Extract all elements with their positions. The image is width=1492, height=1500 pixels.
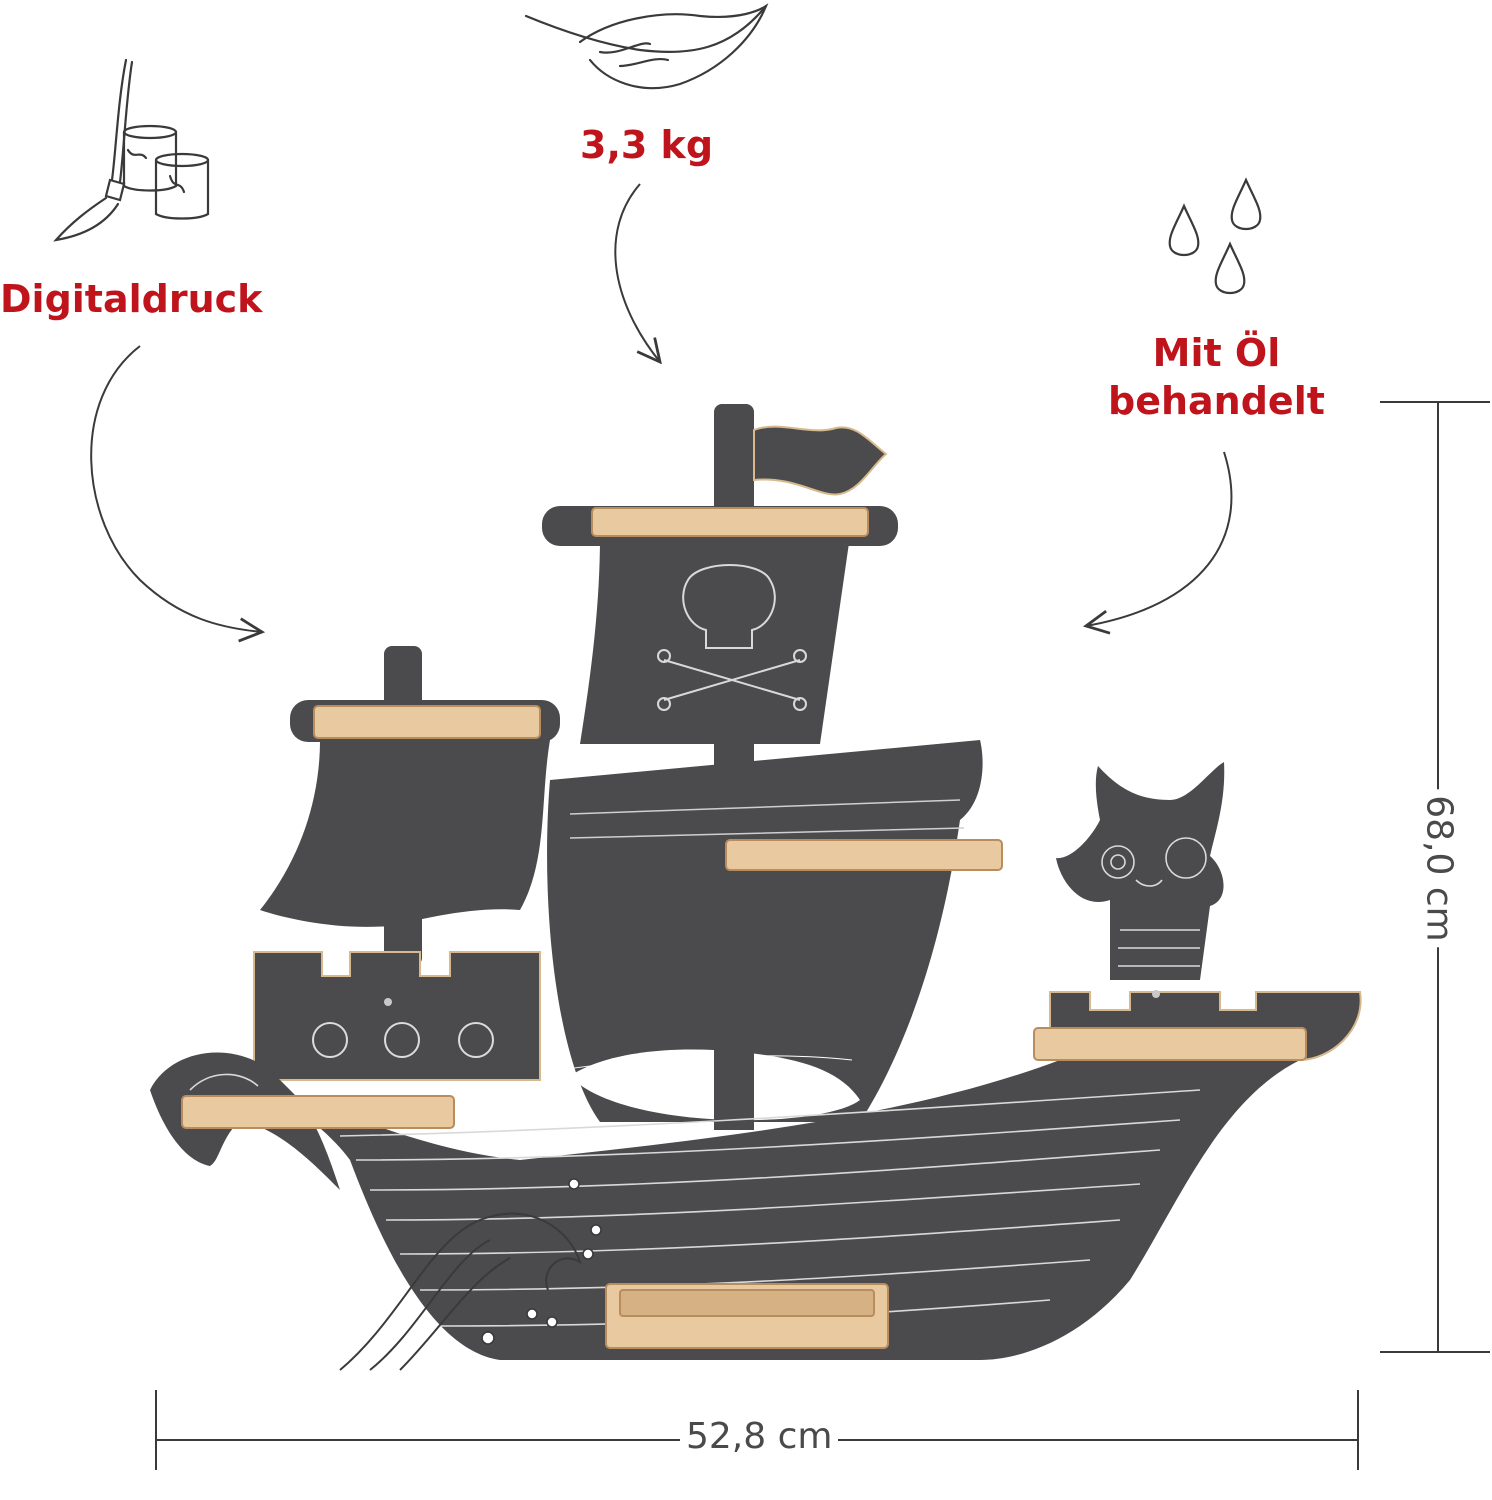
arrow-icon <box>614 183 660 362</box>
cat-pirate-figure <box>1056 762 1225 998</box>
feather-icon <box>524 3 769 90</box>
paint-brush-icon <box>53 58 210 242</box>
arrow-icon <box>90 345 262 632</box>
width-dimension: 52,8 cm <box>680 1416 839 1457</box>
oil-drops-icon <box>1168 177 1262 295</box>
weight-label: 3,3 kg <box>580 123 714 167</box>
oil-treatment-line1: Mit Öl <box>1152 331 1281 375</box>
height-dimension: 68,0 cm <box>1418 789 1460 948</box>
arrow-icon <box>1086 451 1233 626</box>
wave-icon <box>339 1212 582 1371</box>
digitaldruck-label: Digitaldruck <box>0 277 263 321</box>
oil-treatment-line2: behandelt <box>1108 378 1325 423</box>
pirate-ship-shelf <box>150 404 1362 1371</box>
oil-treatment-label: Mit Öl behandelt <box>1108 330 1325 425</box>
wooden-shelf <box>181 507 1307 1349</box>
skull-crossbones-icon <box>657 564 807 711</box>
